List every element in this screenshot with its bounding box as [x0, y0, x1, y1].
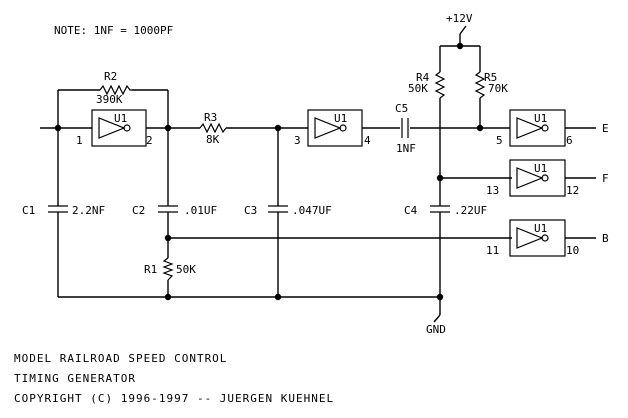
c3-value: .047UF	[292, 204, 332, 217]
inverter-gate-3: U1 5 6	[496, 109, 573, 147]
capacitor-c5: C5 1NF	[395, 102, 416, 155]
wires	[40, 25, 596, 323]
gate-2-ref: U1	[334, 112, 347, 125]
r1-ref: R1	[144, 263, 157, 276]
gate-4-in-pin: 13	[486, 184, 499, 197]
capacitor-c1: C1 2.2NF	[22, 204, 105, 217]
resistor-r3: R3 8K	[199, 111, 227, 146]
c2-value: .01UF	[184, 204, 217, 217]
ground-label: GND	[426, 323, 446, 336]
gate-2-in-pin: 3	[294, 134, 301, 147]
c5-value: 1NF	[396, 142, 416, 155]
capacitor-c3: C3 .047UF	[244, 204, 332, 217]
gate-3-in-pin: 5	[496, 134, 503, 147]
c3-ref: C3	[244, 204, 257, 217]
inverter-gate-4: U1 13 12	[486, 159, 579, 197]
title-line-3: COPYRIGHT (C) 1996-1997 -- JUERGEN KUEHN…	[14, 392, 334, 405]
gate-1-in-pin: 1	[76, 134, 83, 147]
r5-ref: R5	[484, 71, 497, 84]
output-label-b: B	[602, 232, 609, 245]
output-label-e: E	[602, 122, 609, 135]
title-line-2: TIMING GENERATOR	[14, 372, 136, 385]
output-label-f: F	[602, 172, 609, 185]
gate-5-out-pin: 10	[566, 244, 579, 257]
junctions	[54, 42, 484, 301]
resistor-r5: R5 70K	[474, 71, 508, 99]
resistor-r4: R4 50K	[408, 71, 446, 99]
title-line-1: MODEL RAILROAD SPEED CONTROL	[14, 352, 227, 365]
gate-1-ref: U1	[114, 112, 127, 125]
gate-5-in-pin: 11	[486, 244, 499, 257]
gate-3-ref: U1	[534, 112, 547, 125]
inverter-gate-1: U1 1 2	[76, 109, 153, 147]
gate-4-out-pin: 12	[566, 184, 579, 197]
gate-2-out-pin: 4	[364, 134, 371, 147]
r5-value: 70K	[488, 82, 508, 95]
inverter-gate-5: U1 11 10	[486, 219, 579, 257]
capacitor-c2: C2 .01UF	[132, 204, 217, 217]
r2-value: 390K	[96, 93, 123, 106]
r4-value: 50K	[408, 82, 428, 95]
c2-ref: C2	[132, 204, 145, 217]
gate-4-ref: U1	[534, 162, 547, 175]
capacitor-c4: C4 .22UF	[404, 204, 487, 217]
note-text: NOTE: 1NF = 1000PF	[54, 24, 173, 37]
r3-ref: R3	[204, 111, 217, 124]
r2-ref: R2	[104, 70, 117, 83]
gate-3-out-pin: 6	[566, 134, 573, 147]
resistor-r2: R2 390K	[96, 70, 132, 106]
r3-value: 8K	[206, 133, 220, 146]
gate-5-ref: U1	[534, 222, 547, 235]
c5-ref: C5	[395, 102, 408, 115]
r1-value: 50K	[176, 263, 196, 276]
c1-value: 2.2NF	[72, 204, 105, 217]
c1-ref: C1	[22, 204, 35, 217]
resistor-r1: R1 50K	[144, 257, 196, 281]
inverter-gate-2: U1 3 4	[294, 109, 371, 147]
supply-label: +12V	[446, 12, 473, 25]
gate-1-out-pin: 2	[146, 134, 153, 147]
r4-ref: R4	[416, 71, 430, 84]
c4-ref: C4	[404, 204, 418, 217]
c4-value: .22UF	[454, 204, 487, 217]
